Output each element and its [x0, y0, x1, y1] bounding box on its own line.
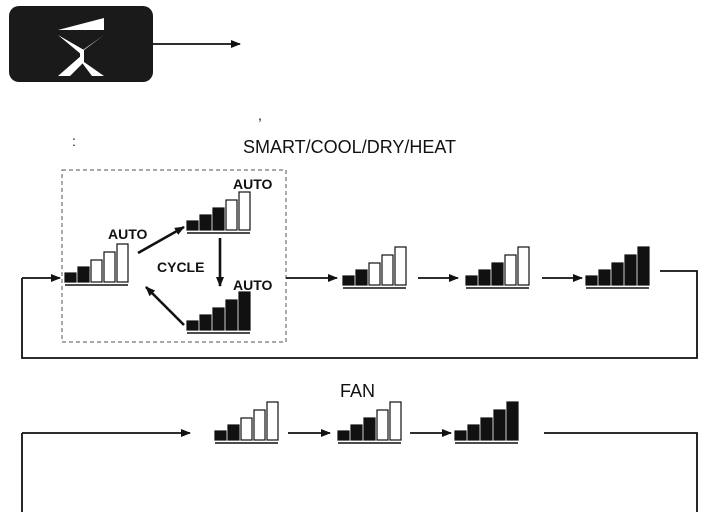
speed-indicator-low	[342, 246, 407, 289]
loop-return-top	[21, 270, 698, 359]
speed-bar	[266, 401, 279, 441]
cycle-arrow-back	[145, 286, 185, 326]
speed-indicator-auto-top	[186, 191, 251, 234]
speed-bar	[465, 275, 478, 286]
fan-speed-indicator-low	[214, 401, 279, 444]
speed-bar	[598, 269, 611, 286]
speed-bar	[368, 262, 381, 286]
speed-bar	[238, 191, 251, 231]
speed-bar	[225, 199, 238, 231]
speed-bar	[611, 262, 624, 286]
speed-bar	[116, 243, 129, 283]
speed-bar	[199, 314, 212, 331]
speed-indicator-high	[585, 246, 650, 289]
speed-bar	[227, 424, 240, 441]
speed-bar	[506, 401, 519, 441]
mode-label-top: SMART/COOL/DRY/HEAT	[243, 137, 456, 157]
loop-return-fan	[544, 432, 698, 512]
speed-bar	[90, 259, 103, 283]
fan-button	[9, 6, 153, 82]
speed-bar	[77, 266, 90, 283]
speed-bar	[491, 262, 504, 286]
auto-cycle-box	[61, 169, 287, 343]
cycle-arrow-up	[137, 225, 185, 255]
speed-bar	[355, 269, 368, 286]
mode-label-fan: FAN	[340, 381, 375, 401]
auto-label-top: AUTO	[233, 176, 273, 192]
speed-indicator-auto-left	[64, 243, 129, 286]
speed-bar	[238, 291, 251, 331]
speed-bar	[585, 275, 598, 286]
speed-bar	[342, 275, 355, 286]
speed-bar	[480, 417, 493, 441]
speed-bar	[504, 254, 517, 286]
speed-bar	[186, 220, 199, 231]
speed-bar	[212, 307, 225, 331]
speed-bar	[363, 417, 376, 441]
speed-bar	[637, 246, 650, 286]
fan-speed-indicator-mid	[337, 401, 402, 444]
fan-speed-indicator-high	[454, 401, 519, 444]
speed-bar	[376, 409, 389, 441]
speed-bar	[394, 246, 407, 286]
auto-label-left: AUTO	[108, 226, 148, 242]
speed-bar	[240, 417, 253, 441]
speed-bar	[389, 401, 402, 441]
speed-indicator-mid	[465, 246, 530, 289]
speed-indicator-auto-bottom	[186, 291, 251, 334]
speed-bar	[64, 272, 77, 283]
speed-bar	[467, 424, 480, 441]
speed-bar	[214, 430, 227, 441]
speed-bar	[186, 320, 199, 331]
cycle-label: CYCLE	[157, 259, 204, 275]
speed-bar	[103, 251, 116, 283]
speed-bar	[212, 207, 225, 231]
auto-label-bottom: AUTO	[233, 277, 273, 293]
speed-bar	[350, 424, 363, 441]
speed-bar	[381, 254, 394, 286]
speed-bar	[337, 430, 350, 441]
speed-bar	[493, 409, 506, 441]
speed-bar	[225, 299, 238, 331]
speed-bar	[517, 246, 530, 286]
speed-bar	[454, 430, 467, 441]
colon-mark: :	[72, 133, 76, 149]
comma-mark: ,	[258, 107, 262, 123]
speed-bar	[624, 254, 637, 286]
fan-icon	[58, 18, 104, 76]
speed-bar	[199, 214, 212, 231]
speed-bar	[478, 269, 491, 286]
speed-bar	[253, 409, 266, 441]
